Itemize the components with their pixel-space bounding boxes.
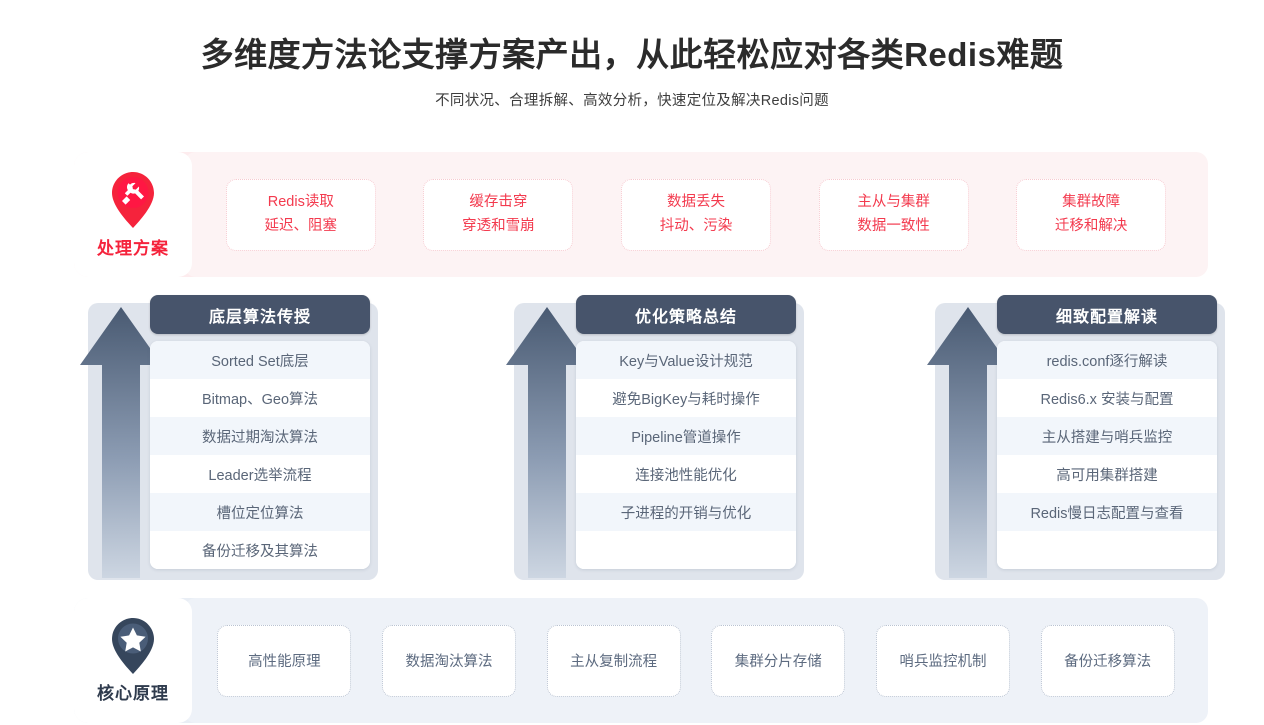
- principles-chip-panel: 高性能原理 数据淘汰算法 主从复制流程 集群分片存储 哨兵监控机制 备份迁移算法: [184, 598, 1208, 723]
- principles-badge: 核心原理: [74, 598, 192, 723]
- page-subtitle: 不同状况、合理拆解、高效分析，快速定位及解决Redis问题: [435, 93, 829, 110]
- column-list-item-empty: [997, 531, 1217, 569]
- column-optimization-strategies: 优化策略总结 Key与Value设计规范 避免BigKey与耗时操作 Pipel…: [504, 295, 844, 580]
- principle-chip[interactable]: 数据淘汰算法: [381, 624, 516, 697]
- principle-chip[interactable]: 哨兵监控机制: [875, 624, 1010, 697]
- principles-badge-label: 核心原理: [97, 684, 169, 703]
- principle-chip[interactable]: 高性能原理: [217, 624, 352, 697]
- solution-chip-line2: 数据一致性: [857, 217, 930, 234]
- column-list-item[interactable]: 主从搭建与哨兵监控: [997, 417, 1217, 455]
- solution-chip-line2: 延迟、阻塞: [264, 217, 338, 234]
- column-list: Key与Value设计规范 避免BigKey与耗时操作 Pipeline管道操作…: [576, 341, 796, 569]
- column-list-item[interactable]: Bitmap、Geo算法: [150, 379, 370, 417]
- column-list-item[interactable]: Sorted Set底层: [150, 341, 370, 379]
- column-list-item[interactable]: Key与Value设计规范: [576, 341, 796, 379]
- solution-chip[interactable]: 数据丢失 抖动、污染: [620, 178, 771, 251]
- solution-chip-line1: 数据丢失: [666, 193, 725, 210]
- solutions-band: 处理方案 Redis读取 延迟、阻塞 缓存击穿 穿透和雪崩 数据丢失 抖动、污染…: [74, 152, 1208, 277]
- column-list-item[interactable]: redis.conf逐行解读: [997, 341, 1217, 379]
- page-title: 多维度方法论支撑方案产出，从此轻松应对各类Redis难题: [200, 36, 1064, 73]
- map-pin-wrench-icon: [110, 171, 156, 229]
- solutions-chip-panel: Redis读取 延迟、阻塞 缓存击穿 穿透和雪崩 数据丢失 抖动、污染 主从与集…: [184, 152, 1208, 277]
- column-list-item[interactable]: Redis6.x 安装与配置: [997, 379, 1217, 417]
- column-list-item[interactable]: 备份迁移及其算法: [150, 531, 370, 569]
- solution-chip-line2: 抖动、污染: [659, 217, 733, 234]
- solution-chip-line1: 主从与集群: [857, 193, 930, 210]
- solution-chip-line1: 集群故障: [1062, 193, 1121, 210]
- column-header: 优化策略总结: [576, 295, 796, 334]
- column-list: redis.conf逐行解读 Redis6.x 安装与配置 主从搭建与哨兵监控 …: [997, 341, 1217, 569]
- column-list-item-empty: [576, 531, 796, 569]
- solutions-badge-label: 处理方案: [97, 238, 169, 258]
- column-content: 底层算法传授 Sorted Set底层 Bitmap、Geo算法 数据过期淘汰算…: [150, 295, 370, 569]
- column-list-item[interactable]: 高可用集群搭建: [997, 455, 1217, 493]
- column-configuration-guide: 细致配置解读 redis.conf逐行解读 Redis6.x 安装与配置 主从搭…: [925, 295, 1264, 580]
- solution-chip[interactable]: 缓存击穿 穿透和雪崩: [423, 178, 574, 251]
- solution-chip-line1: 缓存击穿: [469, 193, 528, 210]
- principles-band: 核心原理 高性能原理 数据淘汰算法 主从复制流程 集群分片存储 哨兵监控机制 备…: [74, 598, 1208, 723]
- title-block: 多维度方法论支撑方案产出，从此轻松应对各类Redis难题 不同状况、合理拆解、高…: [0, 34, 1264, 110]
- column-header: 细致配置解读: [997, 295, 1217, 334]
- column-list-item[interactable]: Leader选举流程: [150, 455, 370, 493]
- column-list-item[interactable]: 子进程的开销与优化: [576, 493, 796, 531]
- solution-chip-line2: 穿透和雪崩: [462, 217, 535, 234]
- solution-chip-line1: Redis读取: [267, 193, 334, 210]
- solution-chip[interactable]: 主从与集群 数据一致性: [818, 178, 969, 251]
- column-list-item[interactable]: Redis慢日志配置与查看: [997, 493, 1217, 531]
- principle-chip[interactable]: 集群分片存储: [711, 624, 846, 697]
- solution-chip[interactable]: Redis读取 延迟、阻塞: [225, 178, 376, 251]
- column-list-item[interactable]: 数据过期淘汰算法: [150, 417, 370, 455]
- column-bottom-algorithms: 底层算法传授 Sorted Set底层 Bitmap、Geo算法 数据过期淘汰算…: [78, 295, 418, 580]
- principle-chip[interactable]: 备份迁移算法: [1040, 624, 1175, 697]
- column-list-item[interactable]: 槽位定位算法: [150, 493, 370, 531]
- column-header: 底层算法传授: [150, 295, 370, 334]
- column-list-item[interactable]: 连接池性能优化: [576, 455, 796, 493]
- solution-chip-line2: 迁移和解决: [1054, 217, 1128, 234]
- up-arrow-icon: [504, 303, 590, 580]
- up-arrow-icon: [78, 303, 164, 580]
- principle-chip[interactable]: 主从复制流程: [546, 624, 681, 697]
- columns-section: 底层算法传授 Sorted Set底层 Bitmap、Geo算法 数据过期淘汰算…: [74, 295, 1225, 580]
- column-list-item[interactable]: Pipeline管道操作: [576, 417, 796, 455]
- column-content: 细致配置解读 redis.conf逐行解读 Redis6.x 安装与配置 主从搭…: [997, 295, 1217, 569]
- map-pin-star-icon: [110, 617, 156, 675]
- column-content: 优化策略总结 Key与Value设计规范 避免BigKey与耗时操作 Pipel…: [576, 295, 796, 569]
- up-arrow-icon: [925, 303, 1011, 580]
- column-list-item[interactable]: 避免BigKey与耗时操作: [576, 379, 796, 417]
- solutions-badge: 处理方案: [74, 152, 192, 277]
- column-list: Sorted Set底层 Bitmap、Geo算法 数据过期淘汰算法 Leade…: [150, 341, 370, 569]
- solution-chip[interactable]: 集群故障 迁移和解决: [1016, 178, 1167, 251]
